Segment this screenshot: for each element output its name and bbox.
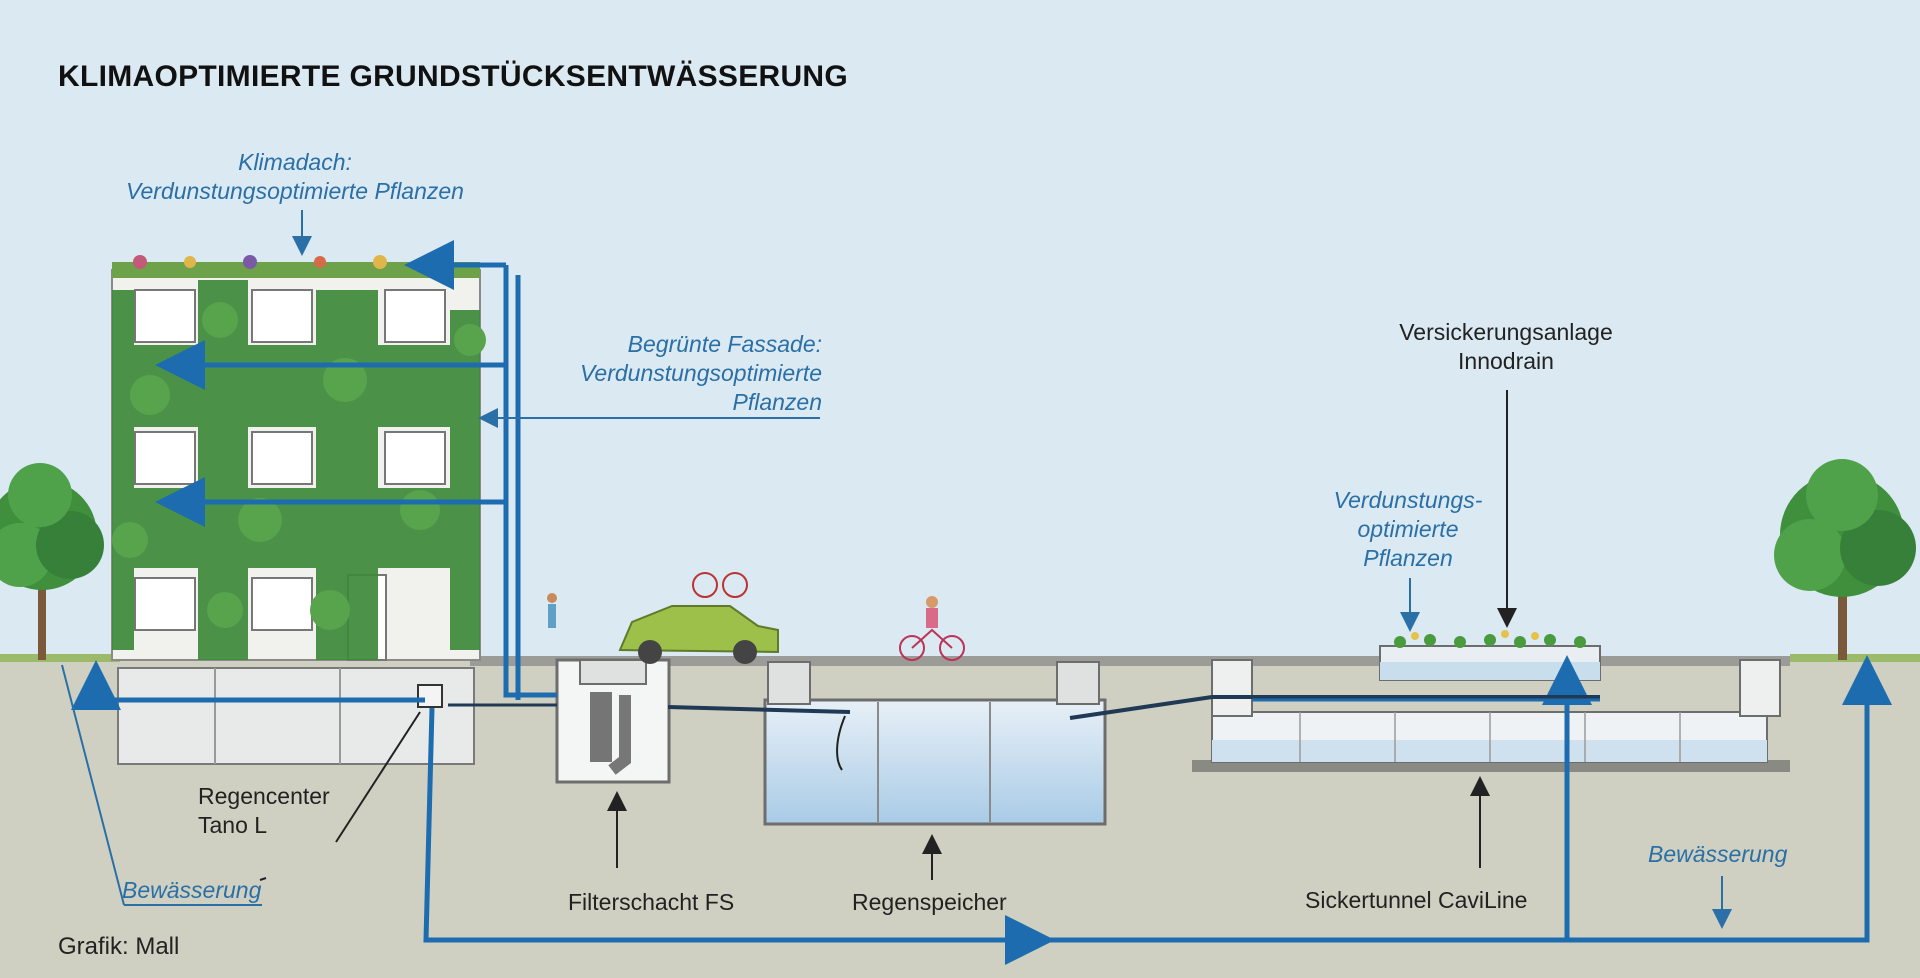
leader-lines — [61, 210, 1732, 929]
label-klimadach-line1: Klimadach: — [238, 149, 352, 175]
car — [618, 572, 779, 664]
diagram-title: KLIMAOPTIMIERTE GRUNDSTÜCKSENTWÄSSERUNG — [58, 60, 849, 93]
tree-right — [1774, 459, 1916, 660]
regenspeicher — [763, 661, 1107, 826]
label-verdunstung-line2: optimierte — [1357, 516, 1459, 542]
label-regenspeicher: Regenspeicher — [852, 889, 1007, 915]
label-sickertunnel: Sickertunnel CaviLine — [1305, 887, 1528, 913]
label-fassade: Begrünte Fassade: Verdunstungsoptimierte… — [520, 330, 822, 417]
label-bewaesserung-left: Bewässerung — [122, 877, 262, 903]
label-verdunstung-line3: Pflanzen — [1363, 545, 1453, 571]
label-regencenter-line1: Regencenter — [198, 783, 330, 809]
label-bewaesserung-right: Bewässerung — [1648, 841, 1788, 867]
credit-text: Grafik: Mall — [58, 933, 180, 960]
sickertunnel — [1192, 659, 1790, 772]
regencenter-unit — [417, 684, 443, 708]
label-regencenter: Regencenter Tano L — [198, 782, 330, 840]
green-roof — [112, 262, 480, 278]
label-versickerung-line2: Innodrain — [1458, 348, 1554, 374]
tree-left — [0, 463, 104, 660]
label-versickerung-line1: Versickerungsanlage — [1399, 319, 1613, 345]
label-fassade-line1: Begrünte Fassade: — [627, 331, 822, 357]
label-versickerungsanlage: Versickerungsanlage Innodrain — [1370, 318, 1642, 376]
label-regencenter-line2: Tano L — [198, 812, 268, 838]
label-klimadach-line2: Verdunstungsoptimierte Pflanzen — [126, 178, 464, 204]
label-verdunstung-line1: Verdunstungs- — [1333, 487, 1483, 513]
filterschacht — [555, 658, 671, 784]
label-filterschacht: Filterschacht FS — [568, 889, 735, 915]
label-fassade-line3: Pflanzen — [732, 389, 822, 415]
label-fassade-line2: Verdunstungsoptimierte — [579, 360, 822, 386]
pipe-network — [71, 240, 1892, 965]
label-verdunstung: Verdunstungs- optimierte Pflanzen — [1318, 486, 1498, 573]
road-surface — [470, 656, 1790, 666]
label-klimadach: Klimadach: Verdunstungsoptimierte Pflanz… — [110, 148, 480, 206]
basement — [117, 667, 475, 765]
cyclist — [899, 628, 965, 661]
